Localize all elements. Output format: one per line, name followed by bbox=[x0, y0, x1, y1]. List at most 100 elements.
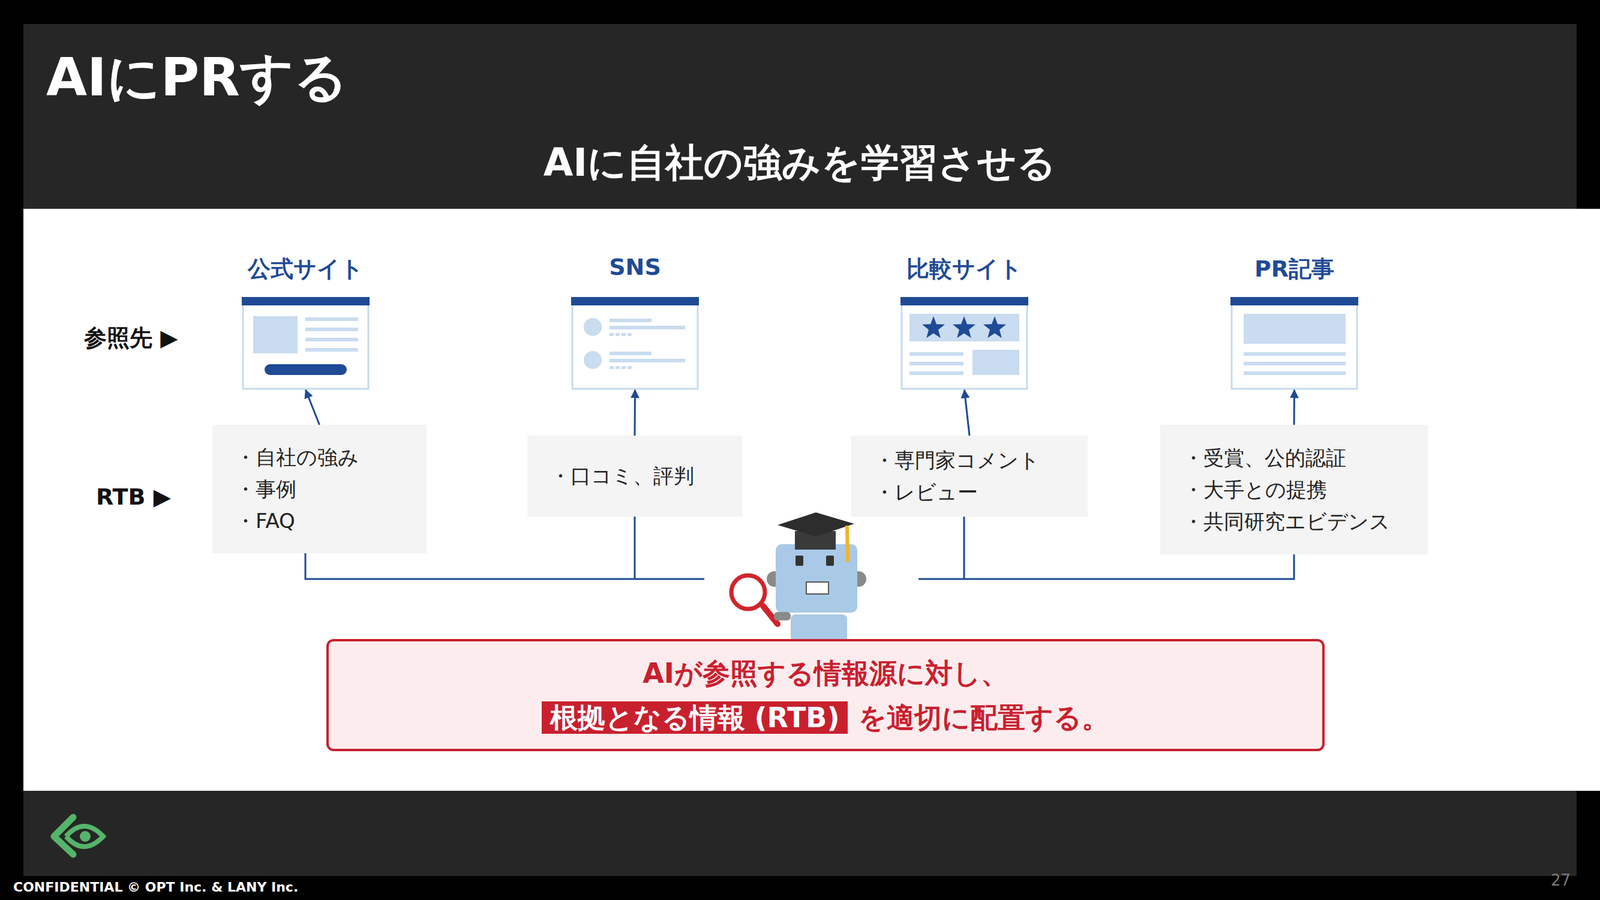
icon-frame bbox=[1231, 298, 1358, 389]
icon-line bbox=[609, 325, 686, 330]
icon-frame bbox=[572, 298, 698, 389]
callout-box: AIが参照する情報源に対し、根拠となる情報 (RTB) を適切に配置する。 bbox=[326, 638, 1325, 752]
icon-dot bbox=[615, 365, 620, 369]
page-icon bbox=[571, 296, 699, 390]
rating-star bbox=[922, 316, 945, 338]
leader-line bbox=[634, 516, 636, 579]
robot-eye bbox=[795, 555, 804, 566]
icon-line bbox=[1243, 371, 1346, 375]
page-icon bbox=[241, 296, 370, 390]
leader-line bbox=[918, 554, 1295, 579]
callout-highlight: 根拠となる情報 (RTB) bbox=[541, 701, 849, 734]
rtb-item: ・口コミ、評判 bbox=[550, 460, 743, 492]
rtb-item: ・専門家コメント bbox=[874, 444, 1088, 477]
callout-text: を適切に配置する。 bbox=[858, 701, 1110, 734]
source-heading: SNS bbox=[499, 253, 771, 281]
icon-line bbox=[909, 361, 964, 366]
icon-line bbox=[609, 358, 686, 363]
slide-subtitle: AIに自社の強みを学習させる bbox=[0, 136, 1600, 189]
connector-line bbox=[634, 389, 637, 436]
icon-line bbox=[305, 317, 359, 321]
icon-line bbox=[909, 371, 964, 375]
row-label: 参照先 ▶ bbox=[83, 322, 178, 354]
icon-line bbox=[1243, 361, 1346, 366]
icon-dot bbox=[615, 332, 620, 336]
rtb-item: ・自社の強み bbox=[235, 441, 427, 474]
logo-pupil bbox=[79, 830, 91, 842]
icon-dot bbox=[609, 332, 614, 336]
callout-line: 根拠となる情報 (RTB) を適切に配置する。 bbox=[541, 695, 1110, 740]
source-heading: 公式サイト bbox=[169, 253, 442, 285]
icon-frame bbox=[901, 298, 1028, 389]
rtb-box: ・専門家コメント・レビュー bbox=[851, 435, 1088, 517]
source-icon: SNS bbox=[571, 296, 699, 390]
connector bbox=[964, 389, 971, 436]
icon-button bbox=[264, 364, 347, 375]
leader-line bbox=[963, 516, 966, 579]
icon-top-bar bbox=[900, 296, 1029, 306]
icon-image bbox=[253, 316, 298, 354]
robot-head bbox=[775, 544, 858, 613]
connector-line bbox=[305, 389, 320, 425]
rtb-box: ・自社の強み・事例・FAQ bbox=[212, 424, 427, 554]
source-icon: 比較サイト bbox=[900, 296, 1029, 390]
page-icon bbox=[900, 296, 1029, 390]
logo-eye bbox=[65, 826, 104, 847]
connector bbox=[634, 389, 636, 436]
connector-line bbox=[1293, 389, 1296, 425]
icon-rating-bar bbox=[909, 313, 1020, 342]
robot-illustration bbox=[707, 503, 924, 642]
cap-board bbox=[777, 512, 855, 537]
source-heading: 比較サイト bbox=[828, 253, 1101, 285]
icon-line bbox=[305, 337, 359, 342]
icon-frame bbox=[242, 298, 369, 389]
icon-top-bar bbox=[241, 296, 370, 306]
icon-line bbox=[609, 351, 652, 356]
rtb-item: ・レビュー bbox=[874, 476, 1088, 509]
robot-arm bbox=[773, 611, 791, 621]
slide-title: AIにPRする bbox=[46, 41, 348, 114]
rating-star bbox=[983, 316, 1007, 338]
company-logo bbox=[49, 811, 107, 860]
icon-dot bbox=[627, 332, 632, 336]
connector bbox=[1294, 389, 1296, 425]
icon-line bbox=[1243, 352, 1346, 356]
icon-line bbox=[609, 318, 652, 323]
row-label: RTB ▶ bbox=[95, 483, 171, 510]
logo-chevron bbox=[53, 817, 74, 855]
rating-star bbox=[952, 316, 976, 338]
callout-text: AIが参照する情報源に対し、 bbox=[642, 650, 1009, 696]
cap-tassel bbox=[847, 525, 848, 562]
source-heading: PR記事 bbox=[1158, 253, 1431, 285]
icon-top-bar bbox=[1230, 296, 1359, 306]
rtb-item: ・事例 bbox=[235, 473, 427, 506]
icon-image bbox=[1243, 313, 1346, 344]
icon-line bbox=[305, 327, 359, 332]
icon-dot bbox=[609, 365, 614, 369]
icon-image bbox=[972, 349, 1020, 375]
icon-avatar bbox=[583, 317, 602, 336]
icon-dot bbox=[627, 365, 632, 369]
source-icon: 公式サイト bbox=[241, 296, 370, 390]
rtb-box: ・口コミ、評判 bbox=[527, 435, 743, 517]
footer-note: CONFIDENTIAL © OPT Inc. & LANY Inc. bbox=[13, 879, 299, 895]
icon-dot bbox=[621, 332, 626, 336]
icon-line bbox=[909, 352, 964, 356]
rtb-item: ・FAQ bbox=[235, 505, 427, 537]
connector bbox=[305, 389, 320, 425]
rtb-item: ・大手との提携 bbox=[1183, 473, 1428, 506]
source-icon: PR記事 bbox=[1230, 296, 1359, 390]
robot-eye bbox=[826, 555, 834, 566]
rtb-item: ・共同研究エビデンス bbox=[1183, 505, 1428, 538]
connector-line bbox=[964, 389, 971, 436]
rtb-item: ・受賞、公的認証 bbox=[1183, 442, 1428, 474]
icon-line bbox=[305, 347, 359, 352]
robot-mouth bbox=[806, 581, 829, 594]
page-number: 27 bbox=[1550, 871, 1571, 890]
bottom-band bbox=[23, 790, 1577, 876]
leader-line bbox=[305, 553, 705, 579]
icon-top-bar bbox=[571, 296, 699, 306]
rtb-box: ・受賞、公的認証・大手との提携・共同研究エビデンス bbox=[1160, 424, 1428, 555]
magnifier-lens bbox=[731, 575, 765, 609]
